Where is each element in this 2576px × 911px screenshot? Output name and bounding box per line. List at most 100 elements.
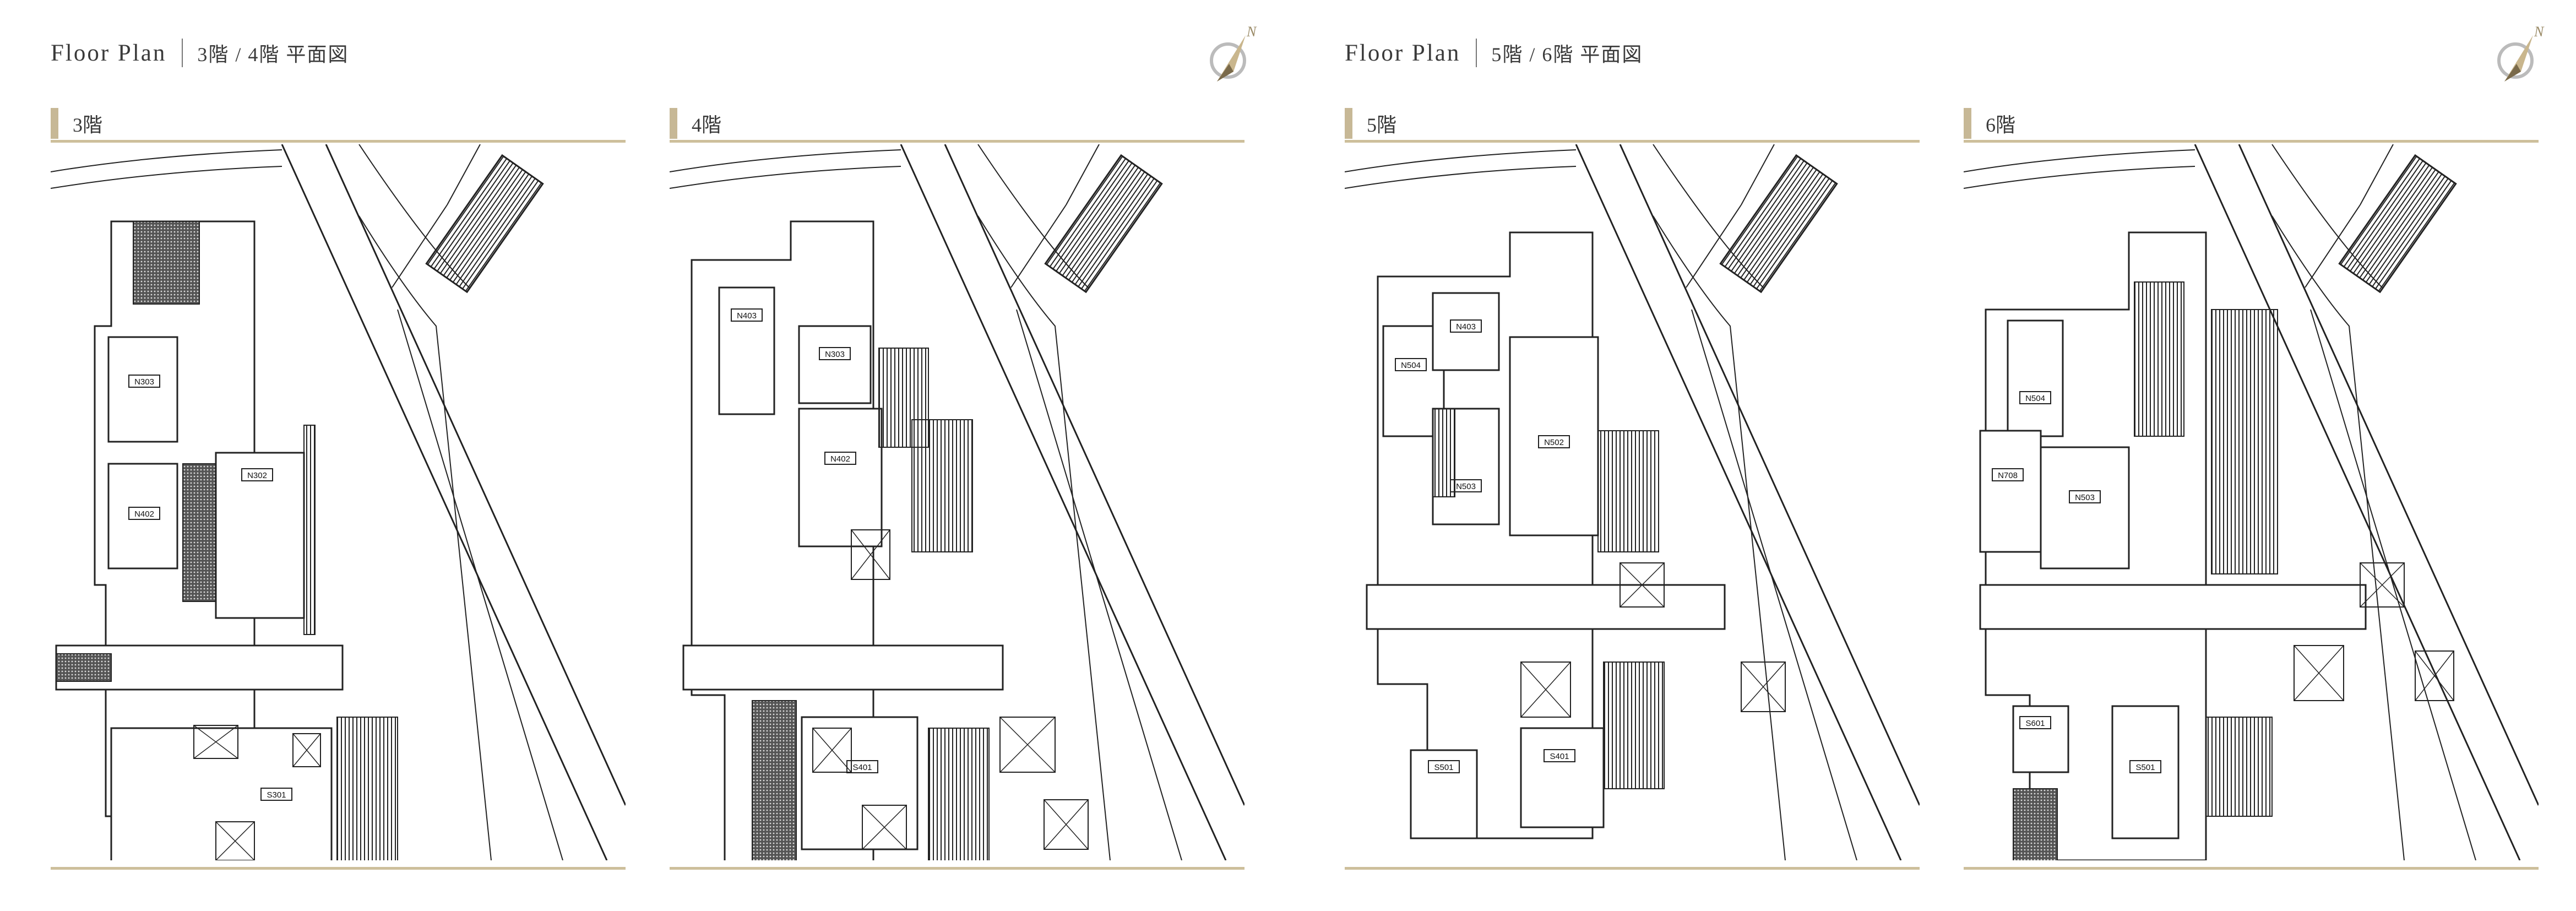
room-tag	[128, 507, 160, 520]
void-box	[1741, 661, 1786, 712]
void-box	[2415, 650, 2454, 701]
corridor	[1979, 584, 2367, 630]
room-outline	[107, 463, 178, 570]
balcony	[336, 717, 398, 860]
void-diagonal	[812, 728, 852, 773]
room-outline	[1979, 430, 2042, 553]
road-edge	[977, 215, 1111, 860]
room-tag	[2069, 490, 2101, 503]
room-outline	[718, 286, 775, 415]
stair-edge	[447, 144, 481, 205]
void-box	[2294, 645, 2344, 701]
room-tag	[2129, 760, 2161, 773]
stair-edge	[392, 204, 448, 288]
void-diagonal	[292, 733, 321, 767]
bottom-rule	[1345, 867, 1920, 870]
floor-label-4f: 4階	[670, 108, 721, 139]
room-tag	[1544, 749, 1575, 762]
road-line	[670, 149, 901, 172]
floor-label-5f: 5階	[1345, 108, 1396, 139]
room-tag	[241, 468, 273, 481]
balcony	[303, 425, 316, 635]
road-edge	[2194, 144, 2521, 860]
room-outline	[1520, 727, 1605, 828]
section-rule	[1345, 140, 1920, 143]
void-box	[193, 725, 238, 759]
room-number: N303	[134, 377, 154, 387]
balcony	[2205, 717, 2273, 817]
room-tag	[128, 375, 160, 388]
room-number: N504	[2025, 394, 2045, 403]
void-box	[292, 733, 321, 767]
room-outline	[110, 727, 333, 860]
road-line	[51, 166, 282, 189]
void-diagonal	[2294, 645, 2344, 701]
room-tag	[824, 452, 856, 465]
paving-area	[133, 221, 200, 305]
road-edge	[325, 144, 626, 806]
room-number: N403	[737, 311, 757, 321]
balcony	[1597, 430, 1659, 552]
room-outline	[798, 325, 872, 404]
section-rule	[670, 140, 1244, 143]
paving-area	[56, 653, 112, 682]
corridor	[1366, 584, 1726, 630]
room-tag	[1538, 435, 1570, 448]
stair-block	[2338, 154, 2457, 294]
room-number: N503	[2075, 493, 2095, 502]
stair-block	[425, 154, 544, 294]
compass-icon: N	[2497, 24, 2545, 82]
room-number: S301	[267, 790, 286, 800]
room-number: N502	[1544, 438, 1564, 447]
paving-area	[752, 700, 797, 860]
stair-edge	[1686, 204, 1742, 288]
room-tag	[1450, 319, 1482, 333]
compass-icon: N	[1210, 24, 1257, 82]
room-number: S401	[852, 763, 872, 772]
stair-edge	[1741, 144, 1775, 205]
room-tag	[819, 347, 851, 360]
room-outline	[2040, 446, 2130, 570]
room-number: N303	[825, 350, 845, 359]
void-diagonal	[1741, 661, 1786, 712]
building-outline	[691, 220, 874, 860]
void-diagonal	[999, 717, 1056, 773]
void-diagonal	[215, 821, 255, 860]
road-edge	[358, 215, 492, 860]
road-line	[670, 166, 901, 189]
void-box	[812, 728, 852, 773]
stair-block	[1719, 154, 1838, 294]
void-diagonal	[2360, 562, 2405, 608]
room-tag	[1395, 358, 1427, 371]
stair-edge	[2305, 204, 2361, 288]
stair-treads	[2338, 154, 2457, 294]
title-divider	[182, 39, 183, 67]
balcony	[2211, 309, 2278, 574]
road-edge	[1619, 144, 1920, 806]
balcony	[911, 419, 973, 552]
road-edge	[900, 144, 1227, 860]
bottom-rule	[51, 867, 626, 870]
road-edge	[2238, 144, 2539, 806]
room-number: N402	[830, 454, 850, 464]
bottom-rule	[670, 867, 1244, 870]
room-number: S501	[1434, 763, 1453, 772]
road-edge	[1653, 215, 1786, 860]
room-number: N503	[1456, 482, 1476, 491]
void-diagonal	[1044, 799, 1089, 850]
balcony	[1432, 408, 1455, 497]
room-number: N504	[1401, 361, 1421, 370]
stair-treads	[1044, 154, 1163, 294]
room-number: N403	[1456, 322, 1476, 332]
void-box	[215, 821, 255, 860]
void-diagonal	[1520, 661, 1571, 718]
balcony	[1603, 661, 1665, 789]
void-diagonal	[862, 805, 907, 850]
room-number: S601	[2025, 719, 2045, 728]
corridor	[682, 644, 1004, 691]
room-tag	[2019, 716, 2051, 729]
room-outline	[1509, 336, 1599, 536]
right-page-header: Floor Plan 5階 / 6階 平面図	[1345, 39, 1643, 67]
